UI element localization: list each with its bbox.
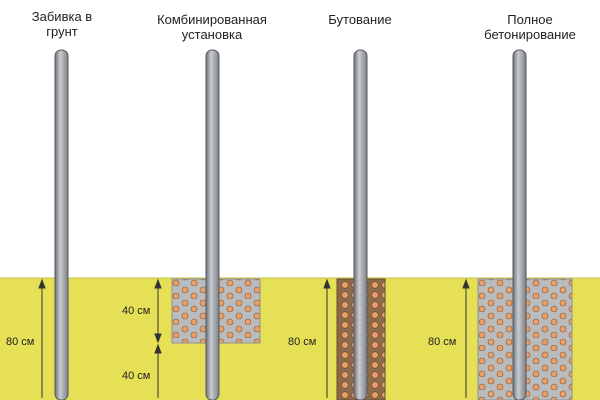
method-title-combined: Комбинированная установка xyxy=(137,12,287,42)
method-title-driven: Забивка в грунт xyxy=(14,9,110,39)
dimension-arrow-driven xyxy=(38,278,46,398)
method-title-line: грунт xyxy=(46,24,78,39)
dimension-arrow-full-concrete xyxy=(462,278,470,398)
method-title-line: Комбинированная xyxy=(157,12,267,27)
method-title-line: установка xyxy=(181,27,243,42)
dimension-arrow-combined-top xyxy=(154,278,162,344)
depth-label-rubble: 80 см xyxy=(288,336,316,348)
pipe-driven xyxy=(54,49,69,400)
method-title-full-concrete: Полное бетонирование xyxy=(470,12,590,42)
dimension-arrow-rubble xyxy=(323,278,331,398)
pipe-rubble xyxy=(353,49,368,400)
pipe-combined xyxy=(205,49,220,400)
depth-label-combined-bottom: 40 см xyxy=(122,370,150,382)
method-title-line: Полное xyxy=(507,12,553,27)
depth-label-driven: 80 см xyxy=(6,336,34,348)
method-title-line: бетонирование xyxy=(484,27,576,42)
method-title-rubble: Бутование xyxy=(310,12,410,27)
pipe-full-concrete xyxy=(512,49,527,400)
method-title-line: Бутование xyxy=(328,12,392,27)
method-title-line: Забивка в xyxy=(31,9,93,24)
depth-label-full-concrete: 80 см xyxy=(428,336,456,348)
dimension-arrow-combined-bottom xyxy=(154,343,162,398)
depth-label-combined-top: 40 см xyxy=(122,305,150,317)
